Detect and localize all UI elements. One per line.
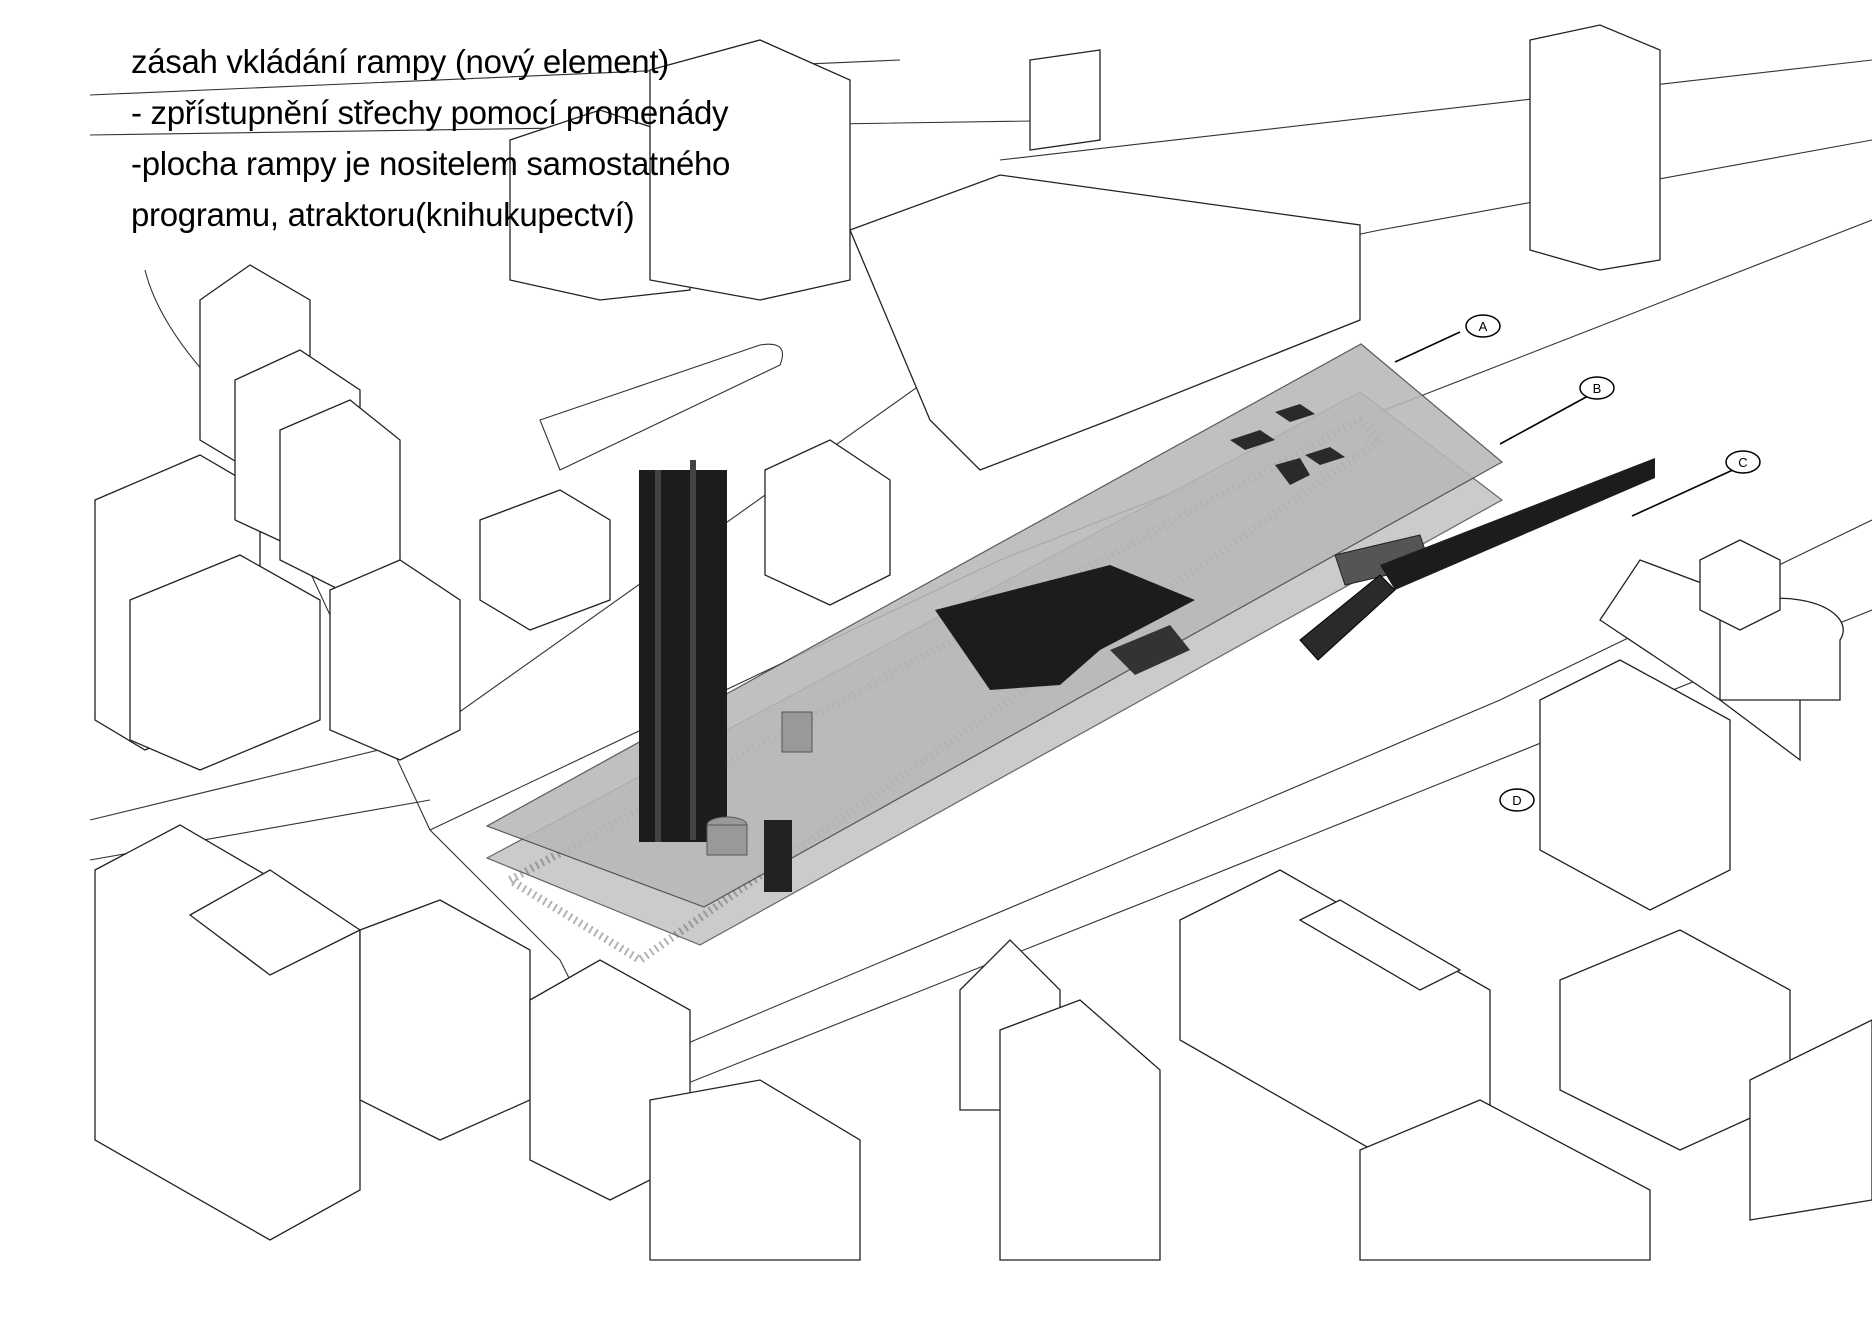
marker-lines xyxy=(1394,331,1736,517)
surrounding-buildings xyxy=(94,24,1872,1261)
courtyard-shadow xyxy=(1110,625,1190,675)
marker-b: B xyxy=(1579,376,1615,400)
svg-text:A: A xyxy=(1479,319,1488,334)
caption-line: zásah vkládání rampy (nový element) xyxy=(131,43,669,80)
roof-promenade xyxy=(485,343,1504,965)
caption: zásah vkládání rampy (nový element) - zp… xyxy=(131,36,730,240)
svg-text:C: C xyxy=(1738,455,1747,470)
caption-line: - zpřístupnění střechy pomocí promenády xyxy=(131,94,729,131)
roof-pavilions xyxy=(1230,404,1345,485)
stair xyxy=(1299,574,1396,661)
marker-c: C xyxy=(1725,450,1761,474)
marker-a: A xyxy=(1465,314,1501,338)
small-tower xyxy=(764,820,792,892)
svg-text:B: B xyxy=(1593,381,1602,396)
caption-line: programu, atraktoru(knihukupectví) xyxy=(131,196,635,233)
caption-line: -plocha rampy je nositelem samostatného xyxy=(131,145,731,182)
colonnade xyxy=(502,415,1387,965)
svg-text:D: D xyxy=(1512,793,1521,808)
ramp xyxy=(1299,458,1655,661)
marker-d: D xyxy=(1499,788,1535,812)
courtyard-void xyxy=(935,565,1195,690)
tower xyxy=(639,470,727,842)
